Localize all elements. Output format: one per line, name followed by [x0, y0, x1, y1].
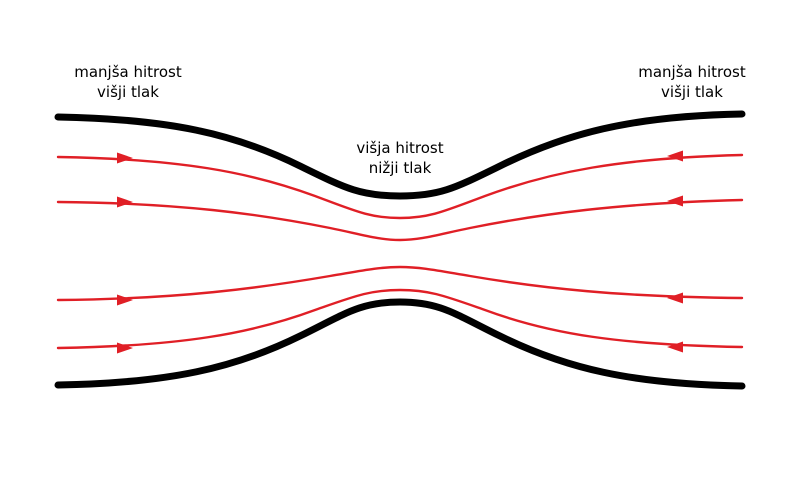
- flow-arrow-icon: [117, 196, 133, 208]
- label-center-line1: višja hitrost: [356, 139, 444, 157]
- label-top-left: manjša hitrost višji tlak: [48, 62, 208, 102]
- label-top-left-line2: višji tlak: [97, 83, 159, 101]
- flow-arrow-icon: [117, 342, 133, 354]
- label-center-line2: nižji tlak: [368, 159, 432, 177]
- streamline-3: [56, 265, 744, 302]
- streamline-4: [56, 288, 744, 350]
- streamline-1: [56, 153, 744, 220]
- label-center: višja hitrost nižji tlak: [320, 138, 480, 178]
- tube-wall-bottom: [54, 298, 746, 390]
- flow-arrow-icon: [667, 292, 683, 304]
- label-top-right-line1: manjša hitrost: [638, 63, 746, 81]
- label-top-right: manjša hitrost višji tlak: [612, 62, 772, 102]
- tube-wall-top: [54, 110, 746, 200]
- label-top-right-line2: višji tlak: [661, 83, 723, 101]
- flow-arrow-icon: [667, 341, 683, 353]
- flow-arrow-icon: [117, 294, 133, 306]
- flow-arrow-icon: [667, 150, 683, 162]
- flow-arrow-icon: [117, 152, 133, 164]
- label-top-left-line1: manjša hitrost: [74, 63, 182, 81]
- flow-arrow-icon: [667, 195, 683, 207]
- streamline-2: [56, 198, 744, 242]
